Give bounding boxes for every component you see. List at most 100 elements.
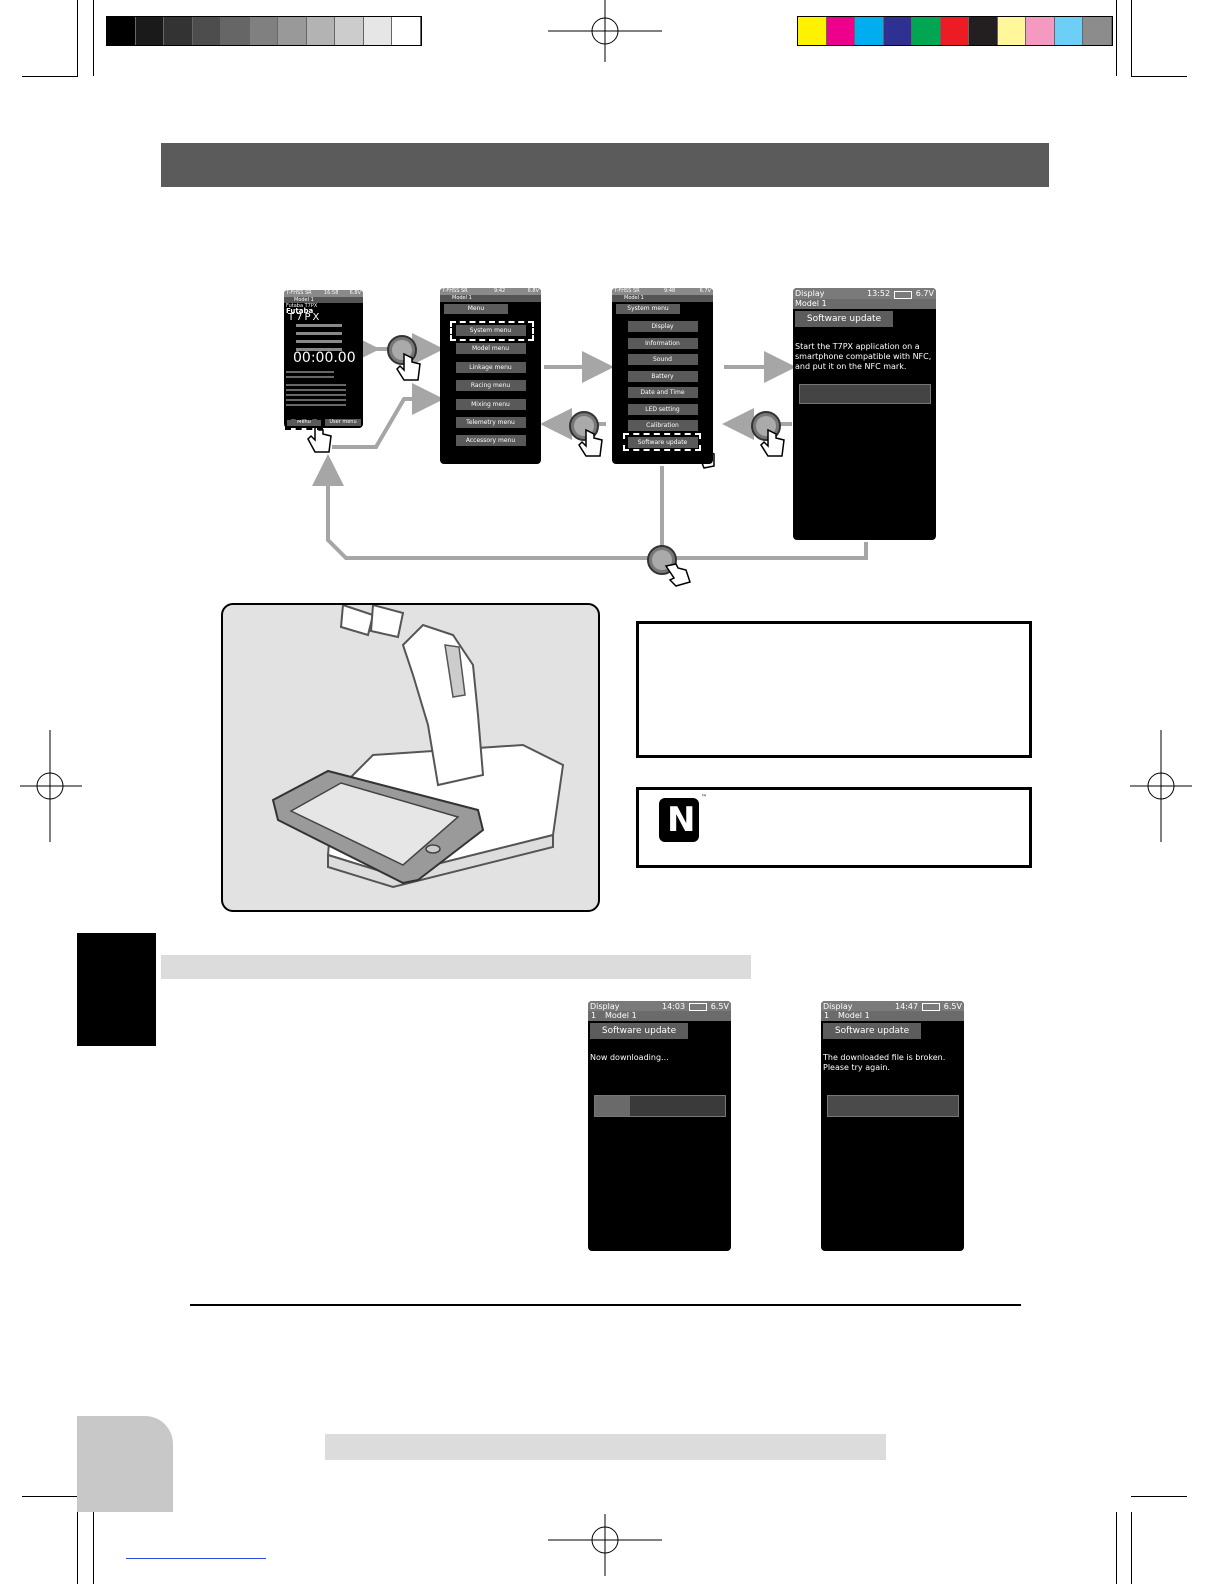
- status-left: T-FHSS SR: [286, 290, 312, 296]
- system-menu-item[interactable]: Calibration: [627, 420, 698, 431]
- menu-screen: T-FHSS SR 9:42 6.8V Model 1 Menu System …: [440, 288, 541, 464]
- system-menu-item[interactable]: Sound: [627, 354, 698, 365]
- gray-calibration-bar: [106, 16, 422, 46]
- model-bar: Model 1: [793, 299, 936, 309]
- brand: Futaba: [286, 307, 314, 315]
- subsection-bar: [161, 955, 751, 979]
- model-bar: Model 1: [284, 297, 363, 303]
- crop-mark: [1131, 76, 1187, 77]
- crop-mark: [93, 0, 94, 76]
- color-swatch: [1054, 17, 1083, 45]
- nfc-logo-icon: N: [659, 798, 699, 842]
- status-time: 16:58: [324, 290, 339, 296]
- model-number: 1: [591, 1011, 597, 1020]
- status-volt: 6.5V: [943, 1002, 962, 1011]
- color-swatch: [249, 17, 278, 45]
- color-swatch: [335, 17, 364, 45]
- menu-button-highlight: [285, 418, 323, 430]
- user-menu-button[interactable]: User menu: [325, 419, 361, 426]
- software-update-highlight: [623, 433, 701, 451]
- download-message: Now downloading...: [590, 1053, 669, 1062]
- status-left: T-FHSS SR: [614, 288, 640, 294]
- crop-mark: [77, 1512, 78, 1584]
- status-time: 9:42: [494, 288, 506, 294]
- horizontal-rule: [190, 1304, 1021, 1306]
- footer-link-underline: [126, 1558, 266, 1559]
- system-menu-item[interactable]: Information: [627, 337, 698, 349]
- menu-item[interactable]: Linkage menu: [455, 361, 526, 373]
- download-progress-fill: [595, 1096, 631, 1116]
- status-left: T-FHSS SR: [442, 288, 468, 294]
- status-volt: 6.8V: [349, 290, 361, 296]
- system-menu-item[interactable]: LED setting: [627, 403, 698, 415]
- color-swatch: [940, 17, 969, 45]
- color-swatch: [221, 17, 250, 45]
- progress-bar: [799, 384, 931, 404]
- menu-item[interactable]: System menu: [455, 325, 526, 336]
- status-time: 14:03: [662, 1002, 686, 1011]
- status-volt: 6.7V: [699, 288, 711, 294]
- status-bar: T-FHSS SR 9:48 6.7V: [612, 288, 713, 295]
- download-error-screen: Display 14:47 6.5V 1 Model 1 Software up…: [821, 1001, 964, 1251]
- transmitter-with-phone-illustration: [271, 605, 565, 889]
- color-swatch: [855, 17, 884, 45]
- battery-icon: [922, 1003, 940, 1011]
- note-box: [636, 621, 1032, 758]
- registration-mark-right: [1130, 730, 1192, 842]
- crop-mark: [1131, 1512, 1132, 1584]
- menu-item[interactable]: Telemetry menu: [455, 417, 526, 428]
- menu-item[interactable]: Mixing menu: [455, 398, 526, 410]
- crop-mark: [22, 1496, 78, 1497]
- color-swatch: [392, 17, 421, 45]
- status-bar: T-FHSS SR 16:58 6.8V: [284, 290, 363, 297]
- menu-item[interactable]: Racing menu: [455, 380, 526, 392]
- status-bar: T-FHSS SR 9:42 6.8V: [440, 288, 541, 295]
- software-update-tab: Software update: [795, 311, 893, 327]
- system-menu-item[interactable]: Date and Time: [627, 387, 698, 398]
- tap-finger-icon: [387, 335, 421, 381]
- color-calibration-bar: [797, 16, 1113, 46]
- system-menu-item[interactable]: Software update: [627, 436, 698, 448]
- model-bar: 1 Model 1: [821, 1011, 964, 1021]
- system-menu-title-tab: System menu: [616, 304, 680, 314]
- color-swatch: [135, 17, 164, 45]
- menu-item[interactable]: Model menu: [455, 343, 526, 355]
- color-swatch: [826, 17, 855, 45]
- system-menu-item[interactable]: Battery: [627, 370, 698, 382]
- transmitter-illustration-panel: [221, 603, 600, 912]
- nfc-note-box: N ™: [636, 787, 1032, 868]
- menu-item[interactable]: Accessory menu: [455, 435, 526, 447]
- page-number-tab: [77, 1416, 173, 1512]
- status-volt: 6.8V: [527, 288, 539, 294]
- brand-small: Futaba T7PX: [286, 303, 318, 309]
- status-time: 13:52: [867, 289, 891, 298]
- error-message: The downloaded file is broken. Please tr…: [823, 1053, 946, 1072]
- color-swatch: [306, 17, 335, 45]
- crop-mark: [77, 0, 78, 76]
- color-swatch: [1026, 17, 1055, 45]
- tap-finger-icon: [647, 545, 691, 587]
- color-swatch: [107, 17, 136, 45]
- crop-mark: [1131, 0, 1132, 76]
- color-swatch: [883, 17, 912, 45]
- registration-mark-left: [20, 730, 82, 842]
- battery-icon: [894, 291, 912, 299]
- color-swatch: [969, 17, 998, 45]
- status-left: Display: [590, 1002, 620, 1011]
- menu-button[interactable]: Menu: [286, 419, 322, 426]
- software-update-screen: Display 13:52 6.7V Model 1 Software upda…: [793, 288, 936, 540]
- registration-mark-top: [548, 0, 662, 62]
- color-swatch: [912, 17, 941, 45]
- system-menu-item[interactable]: Display: [627, 321, 698, 332]
- model-bar: Model 1: [612, 295, 713, 302]
- tap-finger-icon: [751, 411, 785, 457]
- tap-finger-icon: [569, 411, 603, 457]
- status-time: 14:47: [895, 1002, 919, 1011]
- menu-title-tab: Menu: [444, 304, 508, 314]
- telemetry-lines: [286, 369, 350, 415]
- model-number: 1: [824, 1011, 830, 1020]
- trim-bars: [288, 324, 350, 352]
- model-name: Model 1: [605, 1011, 637, 1020]
- status-bar: Display 14:47 6.5V: [821, 1001, 964, 1011]
- color-swatch: [1083, 17, 1112, 45]
